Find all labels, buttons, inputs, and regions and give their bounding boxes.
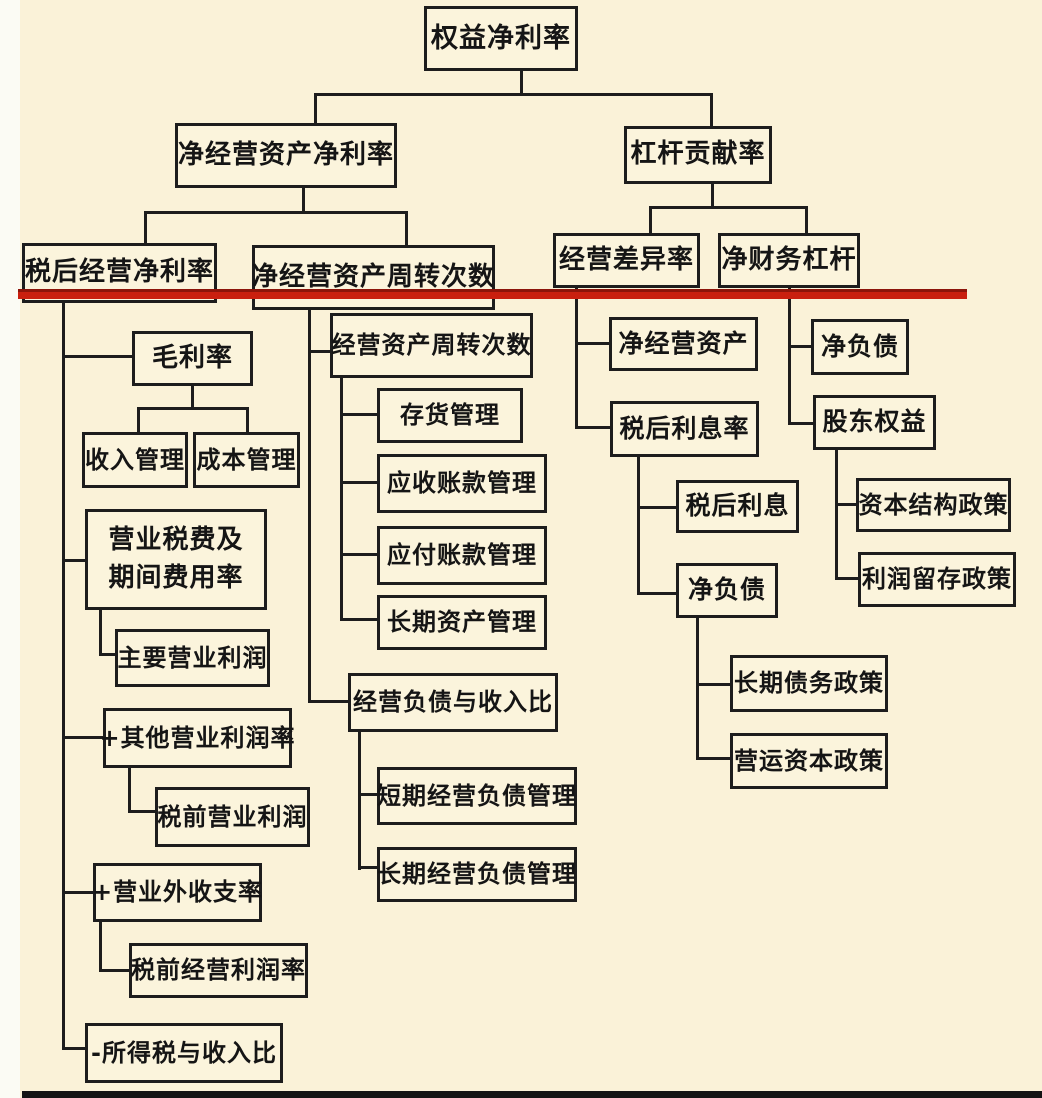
node-long-term-op-liability-mgmt: 长期经营负债管理	[377, 847, 577, 902]
connector	[62, 736, 105, 739]
connector	[99, 920, 102, 972]
connector	[144, 211, 147, 245]
connector	[340, 481, 378, 484]
node-pretax-op-profit-rate: 税前经营利润率	[129, 943, 308, 998]
connector	[246, 407, 249, 434]
node-net-financial-leverage: 净财务杠杆	[718, 233, 860, 288]
node-net-debt-right: 净负债	[811, 319, 909, 375]
connector	[340, 413, 378, 416]
connector	[62, 355, 134, 358]
connector	[696, 757, 732, 760]
node-short-term-op-liability-mgmt: 短期经营负债管理	[377, 767, 577, 825]
connector	[575, 342, 611, 345]
node-after-tax-interest: 税后利息	[676, 480, 799, 533]
connector	[696, 616, 699, 760]
connector	[358, 793, 379, 796]
connector	[302, 186, 305, 214]
connector	[314, 93, 317, 125]
connector	[358, 730, 361, 870]
node-main-op-profit: 主要营业利润	[115, 629, 270, 687]
connector	[575, 284, 578, 429]
connector	[788, 345, 813, 348]
node-minus-income-tax-ratio: -所得税与收入比	[85, 1023, 283, 1083]
connector	[340, 618, 378, 621]
connector	[637, 592, 678, 595]
node-op-asset-turnover: 经营资产周转次数	[330, 313, 533, 378]
connector	[99, 653, 117, 656]
connector	[340, 553, 378, 556]
node-inventory-mgmt: 存货管理	[377, 388, 523, 443]
connector	[649, 206, 652, 235]
node-shareholder-equity: 股东权益	[813, 395, 936, 450]
connector	[520, 69, 523, 96]
connector	[711, 182, 714, 209]
connector	[62, 891, 95, 894]
connector	[835, 577, 860, 580]
node-plus-nonop-income-rate: +营业外收支率	[92, 863, 262, 922]
node-payables-mgmt: 应付账款管理	[377, 526, 547, 585]
node-profit-retention-policy: 利润留存政策	[858, 552, 1016, 607]
connector	[835, 448, 838, 580]
connector	[128, 810, 157, 813]
left-edge-strip	[0, 0, 20, 1098]
node-working-capital-policy: 营运资本政策	[730, 733, 888, 789]
bottom-black-bar	[22, 1091, 1042, 1098]
connector	[696, 683, 732, 686]
node-op-difference-rate: 经营差异率	[553, 233, 700, 288]
connector	[358, 866, 379, 869]
node-net-debt-left: 净负债	[676, 563, 778, 618]
connector	[308, 700, 350, 703]
connector	[788, 284, 791, 425]
connector	[340, 376, 343, 621]
red-divider-line	[18, 289, 967, 299]
connector	[137, 407, 249, 410]
node-net-op-asset-profit-rate: 净经营资产净利率	[175, 123, 397, 188]
node-long-term-asset-mgmt: 长期资产管理	[377, 595, 547, 650]
connector	[308, 308, 311, 703]
node-op-liability-income-ratio: 经营负债与收入比	[348, 673, 558, 732]
node-net-op-asset-turnover: 净经营资产周转次数	[252, 245, 495, 310]
node-net-op-asset: 净经营资产	[609, 317, 758, 371]
node-revenue-mgmt: 收入管理	[82, 432, 188, 488]
connector	[128, 766, 131, 813]
connector	[62, 1047, 87, 1050]
connector	[191, 384, 194, 410]
node-after-tax-interest-rate: 税后利息率	[610, 401, 759, 457]
connector	[314, 93, 713, 96]
connector	[99, 608, 102, 656]
node-capital-structure-policy: 资本结构政策	[856, 478, 1011, 532]
connector	[788, 422, 815, 425]
connector	[137, 407, 140, 434]
connector	[575, 426, 612, 429]
connector	[805, 206, 808, 235]
connector	[99, 969, 131, 972]
connector	[405, 211, 408, 247]
connector	[835, 503, 858, 506]
node-leverage-contribution: 杠杆贡献率	[624, 126, 772, 184]
node-cost-mgmt: 成本管理	[193, 432, 300, 488]
node-gross-margin: 毛利率	[132, 331, 253, 386]
connector	[62, 301, 65, 1050]
connector	[637, 455, 640, 595]
connector	[637, 506, 678, 509]
node-long-term-debt-policy: 长期债务政策	[730, 655, 888, 712]
node-roe: 权益净利率	[424, 6, 578, 71]
connector	[710, 93, 713, 128]
connector	[144, 211, 407, 214]
node-biz-tax-period-expense-rate: 营业税费及期间费用率	[85, 509, 267, 610]
node-receivables-mgmt: 应收账款管理	[377, 454, 547, 513]
node-plus-other-op-profit-rate: +其他营业利润率	[99, 708, 295, 768]
connector	[62, 559, 87, 562]
node-pretax-op-profit: 税前营业利润	[155, 787, 310, 847]
connector	[308, 350, 332, 353]
connector	[649, 206, 808, 209]
